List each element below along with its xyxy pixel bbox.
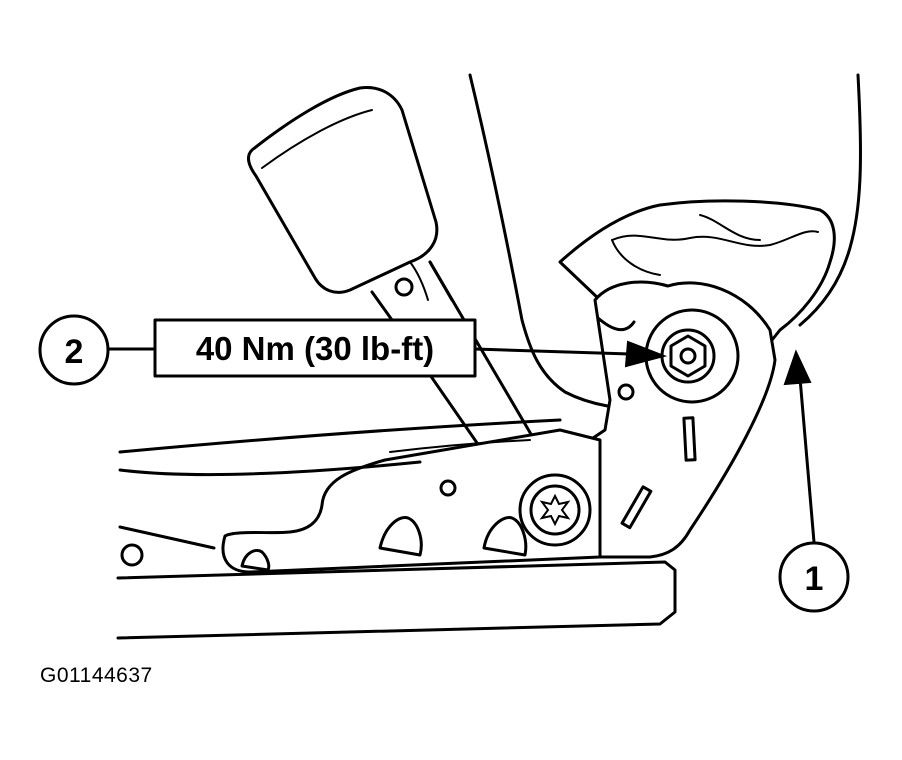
seat-back <box>468 73 862 412</box>
cushion-lower-edge <box>118 460 422 477</box>
callout-2: 2 <box>38 314 157 386</box>
figure-id-code: G01144637 <box>40 664 153 687</box>
callout-2-number: 2 <box>65 333 84 371</box>
torque-spec-text: 40 Nm (30 lb-ft) <box>196 330 434 367</box>
seat-trim <box>558 199 836 357</box>
torx-bolt <box>518 473 592 547</box>
torque-leader-arrow <box>473 340 668 368</box>
callout-1: 1 <box>778 349 850 613</box>
torque-label: 40 Nm (30 lb-ft) <box>153 318 477 378</box>
seat-rail <box>116 525 677 640</box>
callout-1-number: 1 <box>805 560 824 598</box>
seat-belt-buckle <box>247 85 454 322</box>
seat-track-bracket <box>118 418 602 574</box>
